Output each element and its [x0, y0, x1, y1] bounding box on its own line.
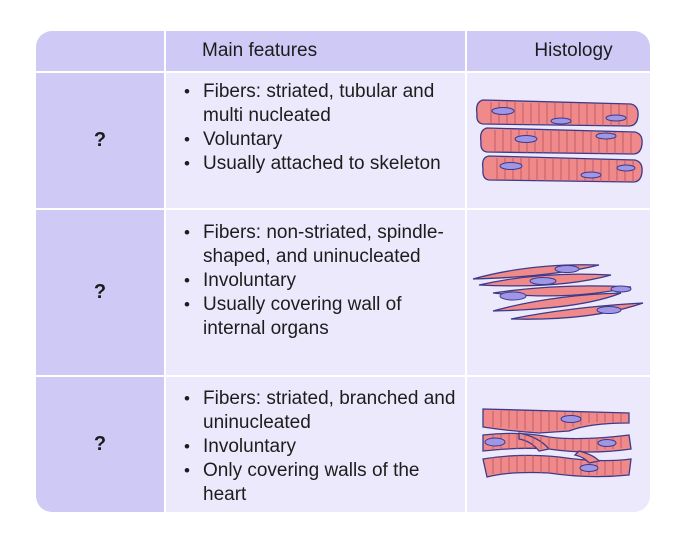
row-3-histology	[467, 377, 650, 512]
muscle-comparison-table: Main features Histology ? Fibers: striat…	[36, 31, 650, 512]
cardiac-muscle-icon	[481, 407, 632, 478]
feature-item: Involuntary	[184, 435, 457, 459]
row-2-features: Fibers: non-striated, spindle-shaped, an…	[166, 210, 467, 377]
row-2-question: ?	[36, 210, 166, 377]
header-corner	[36, 31, 166, 73]
feature-item: Usually covering wall of internal organs	[184, 293, 457, 341]
skeletal-muscle-icon	[475, 98, 643, 183]
row-1-features: Fibers: striated, tubular and multi nucl…	[166, 73, 467, 210]
header-histology: Histology	[467, 31, 650, 73]
smooth-muscle-icon	[472, 263, 644, 320]
feature-item: Usually attached to skeleton	[184, 152, 457, 176]
feature-item: Fibers: non-striated, spindle-shaped, an…	[184, 221, 457, 269]
question-mark: ?	[93, 281, 107, 303]
row-1-histology	[467, 73, 650, 210]
feature-item: Fibers: striated, tubular and multi nucl…	[184, 80, 457, 128]
question-mark: ?	[93, 433, 107, 455]
row-1-question: ?	[36, 73, 166, 210]
question-mark: ?	[93, 129, 107, 151]
row-3-question: ?	[36, 377, 166, 512]
feature-item: Voluntary	[184, 128, 457, 152]
feature-item: Only covering walls of the heart	[184, 459, 457, 507]
header-main-features: Main features	[166, 31, 467, 73]
feature-item: Involuntary	[184, 269, 457, 293]
row-3-features: Fibers: striated, branched and uninuclea…	[166, 377, 467, 512]
feature-item: Fibers: striated, branched and uninuclea…	[184, 387, 457, 435]
row-2-histology	[467, 210, 650, 377]
